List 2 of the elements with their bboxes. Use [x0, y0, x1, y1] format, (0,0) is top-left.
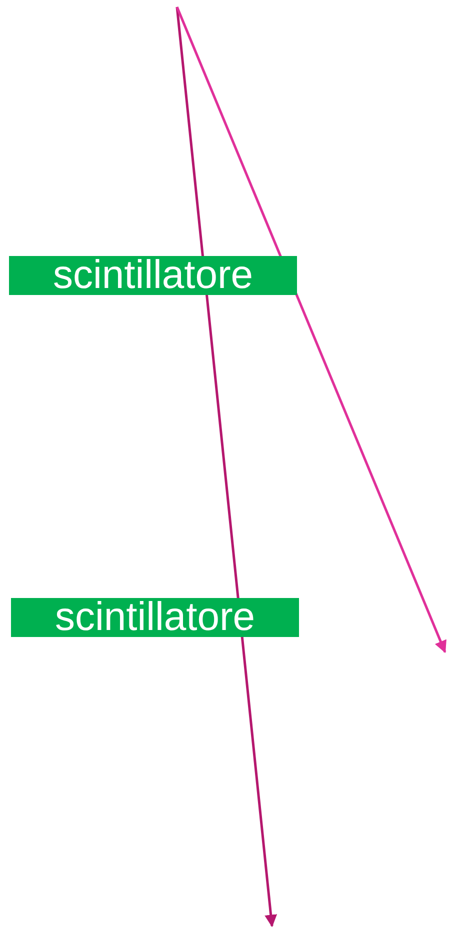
- scintillator-bar: scintillatore: [9, 256, 297, 295]
- scintillator-bar: scintillatore: [11, 598, 299, 637]
